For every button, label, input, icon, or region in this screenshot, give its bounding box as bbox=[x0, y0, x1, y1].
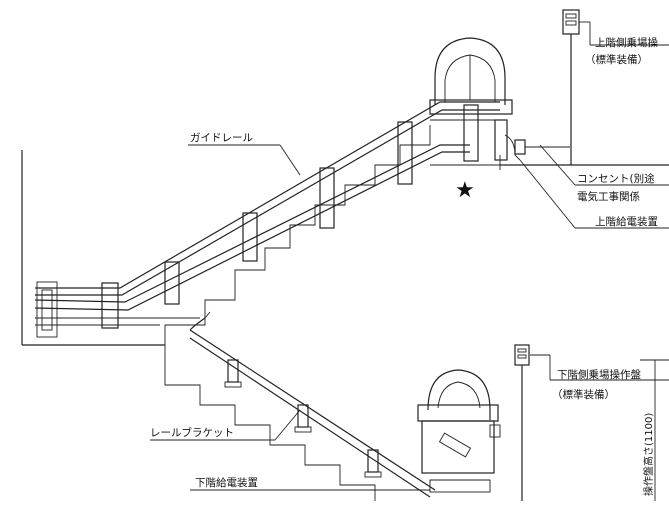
lower-staircase bbox=[164, 345, 376, 501]
label-lower-power: 下階給電装置 bbox=[195, 476, 258, 489]
label-panel-height: 操作盤高さ(1100) bbox=[642, 413, 655, 496]
upper-power-unit bbox=[494, 119, 570, 161]
upper-operation-panel bbox=[562, 9, 669, 165]
left-wall bbox=[21, 150, 165, 346]
label-outlet-line2: 電気工事関係 bbox=[577, 190, 640, 203]
label-outlet-line1: コンセント(別途 bbox=[577, 172, 655, 185]
leader-lines-lower bbox=[150, 409, 430, 491]
label-rail-bracket: レールブラケット bbox=[150, 426, 234, 439]
upper-staircase bbox=[164, 125, 669, 345]
lower-operation-panel bbox=[514, 344, 669, 501]
label-lower-panel-std: （標準装備） bbox=[552, 388, 615, 401]
lower-guide-rail bbox=[189, 311, 436, 498]
lower-rail-posts bbox=[224, 359, 382, 478]
label-guide-rail: ガイドレール bbox=[190, 132, 253, 144]
upper-rail-posts bbox=[36, 104, 479, 338]
label-upper-power: 上階給電装置 bbox=[595, 215, 658, 228]
leader-lines-upper bbox=[188, 144, 669, 229]
star-marker: ★ bbox=[455, 178, 475, 203]
label-lower-panel: 下階側乗場操作盤 bbox=[557, 368, 641, 381]
upper-guide-rail bbox=[34, 101, 500, 326]
upper-chair bbox=[429, 37, 513, 121]
lower-chair bbox=[417, 369, 501, 493]
label-upper-panel: 上階側乗場操 bbox=[595, 36, 658, 49]
label-upper-panel-std: （標準装備） bbox=[585, 53, 648, 66]
